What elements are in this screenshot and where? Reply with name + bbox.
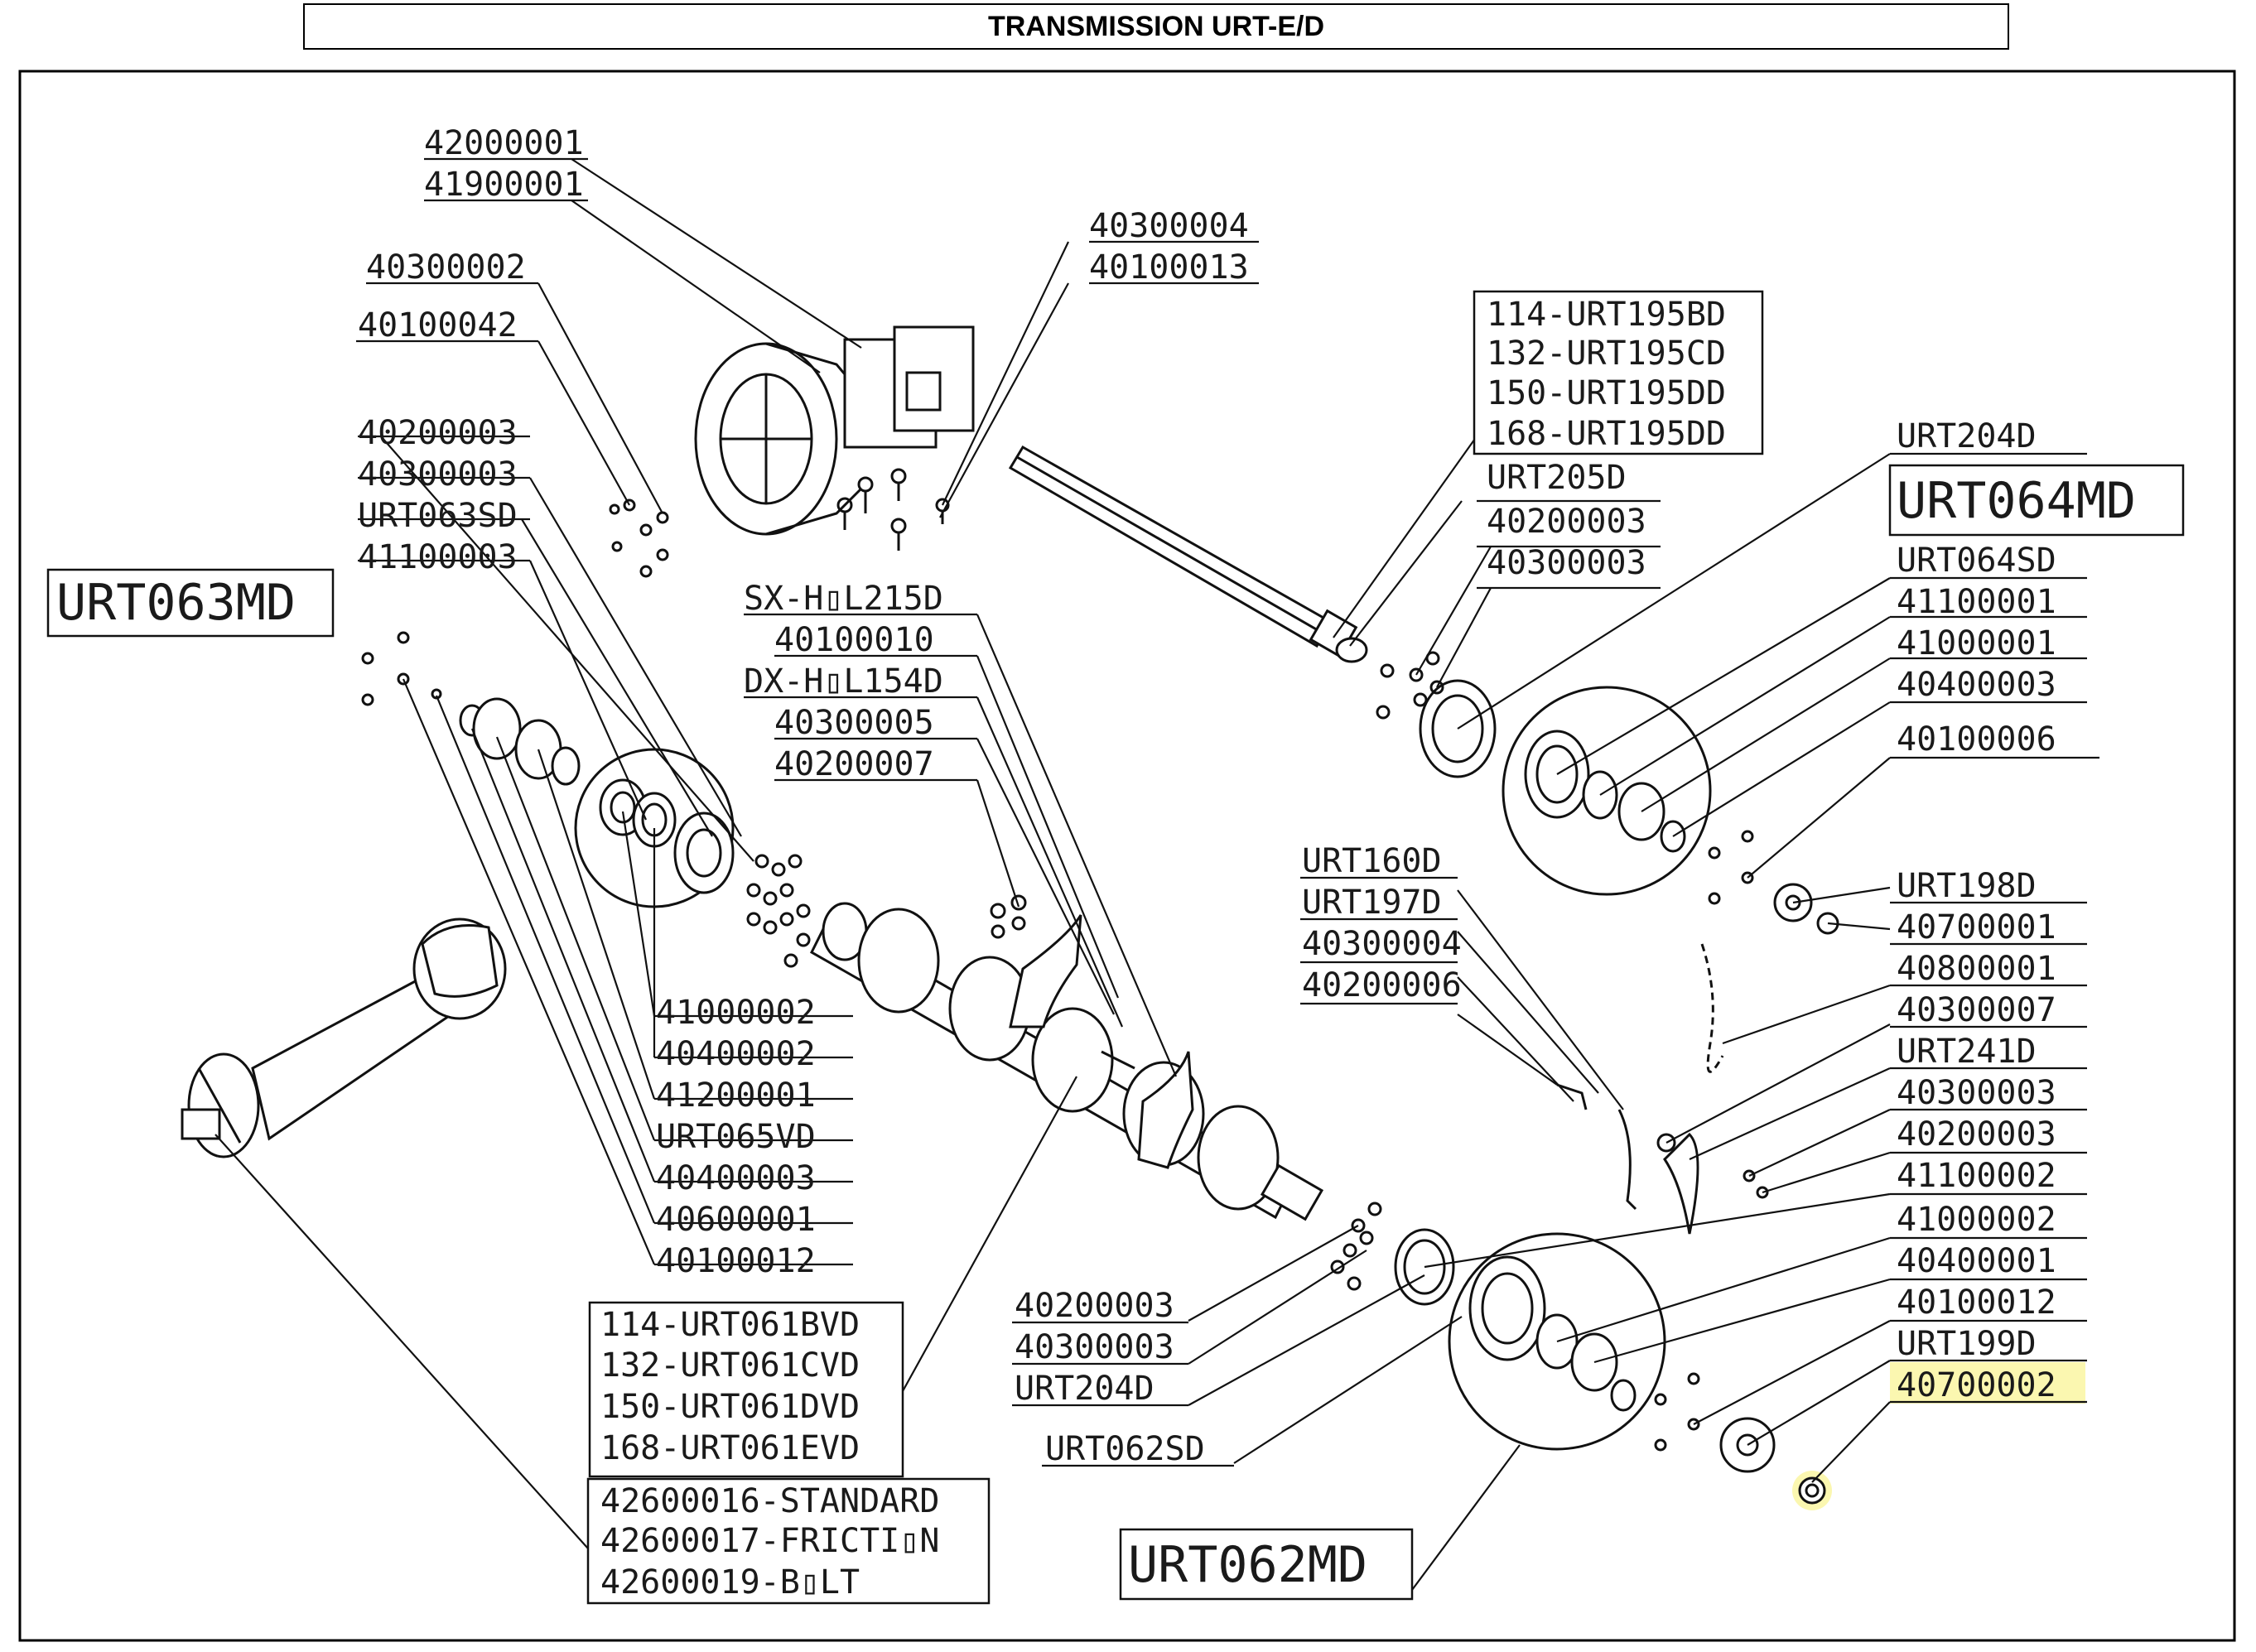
part-label: URT062SD xyxy=(1045,1430,1205,1468)
rotor-box-line: 168-URT061EVD xyxy=(600,1429,860,1467)
part-label: 40100012 xyxy=(1897,1284,2056,1322)
part-label: 40300004 xyxy=(1302,925,1462,963)
part-label: URT199D xyxy=(1897,1325,2037,1363)
diagram-title: TRANSMISSION URT-E/D xyxy=(303,3,2009,50)
assembly-left: URT063MD xyxy=(46,568,335,638)
pto-box: 42600016-STANDARD 42600017-FRICTI▯N 4260… xyxy=(586,1477,991,1605)
part-label: 40300003 xyxy=(1487,544,1646,582)
part-label: URT064SD xyxy=(1897,542,2056,580)
part-label: 40600001 xyxy=(656,1201,816,1239)
part-label: URT063SD xyxy=(358,497,518,535)
right-lower-bearing-drawing xyxy=(1330,1202,1826,1505)
part-label: URT197D xyxy=(1302,884,1442,922)
part-label: 42000001 xyxy=(424,124,584,162)
part-label: 40100013 xyxy=(1089,248,1249,287)
part-label: 40200003 xyxy=(1487,503,1646,541)
pto-box-line: 42600019-B▯LT xyxy=(600,1563,860,1601)
part-label: 40200003 xyxy=(1897,1115,2056,1154)
part-label: 41100002 xyxy=(1897,1157,2056,1195)
assembly-right-bottom: URT062MD xyxy=(1119,1528,1414,1601)
part-label: URT065VD xyxy=(656,1118,816,1156)
part-label: URT160D xyxy=(1302,842,1442,880)
gearbox-drawing xyxy=(694,325,975,536)
part-label: 40200006 xyxy=(1302,966,1462,1004)
part-label: URT205D xyxy=(1487,459,1627,497)
part-label: 40400001 xyxy=(1897,1242,2056,1280)
part-label: 41200001 xyxy=(656,1076,816,1115)
assembly-right-top: URT064MD xyxy=(1888,464,2185,537)
assembly-left-label: URT063MD xyxy=(56,574,296,632)
part-label: 41000002 xyxy=(656,994,816,1032)
shaft-top-box: 114-URT195BD 132-URT195CD 150-URT195DD 1… xyxy=(1473,290,1764,455)
shaft-top-box-line: 114-URT195BD xyxy=(1487,296,1726,334)
part-label: URT198D xyxy=(1897,867,2037,905)
part-label: 41900001 xyxy=(424,166,584,204)
part-label: 40400002 xyxy=(656,1035,816,1073)
part-label: 40200003 xyxy=(1015,1287,1174,1325)
left-bearing-drawing xyxy=(361,631,811,968)
rotor-drawing xyxy=(810,894,1324,1221)
part-label: URT204D xyxy=(1897,417,2037,455)
drive-shaft-drawing xyxy=(1008,445,1368,663)
part-label: 40800001 xyxy=(1897,950,2056,988)
leader-lines xyxy=(215,158,1891,1591)
part-label: 40100012 xyxy=(656,1242,816,1280)
part-label: 40300004 xyxy=(1089,207,1249,245)
part-label: SX-H▯L215D xyxy=(744,580,943,618)
drawing-frame xyxy=(18,70,2236,1642)
part-label-highlighted: 40700002 xyxy=(1897,1366,2056,1404)
shaft-top-box-line: 132-URT195CD xyxy=(1487,335,1726,373)
shaft-top-box-line: 150-URT195DD xyxy=(1487,374,1726,412)
part-label: 40200003 xyxy=(358,414,518,452)
assembly-right-top-label: URT064MD xyxy=(1897,472,2136,530)
part-labels: 42000001 41900001 40300002 40100042 4020… xyxy=(358,124,2056,1468)
part-label: 41100001 xyxy=(1897,583,2056,621)
part-label: 40400003 xyxy=(1897,666,2056,704)
rotor-box-line: 114-URT061BVD xyxy=(600,1306,860,1344)
rotor-box-line: 132-URT061CVD xyxy=(600,1346,860,1385)
chain-drive-drawing xyxy=(1556,830,1839,1235)
part-label: 40300003 xyxy=(1015,1328,1174,1366)
part-label: 40200007 xyxy=(774,745,934,783)
rotor-box-line: 150-URT061DVD xyxy=(600,1388,860,1426)
part-label: 40400003 xyxy=(656,1159,816,1197)
right-upper-bearing-drawing xyxy=(1376,651,1712,896)
assembly-right-bottom-label: URT062MD xyxy=(1128,1536,1367,1594)
part-label: 40300005 xyxy=(774,704,934,742)
part-label: 41000002 xyxy=(1897,1201,2056,1239)
highlight-label xyxy=(1890,1362,2085,1404)
part-label: 41000001 xyxy=(1897,624,2056,662)
pto-shaft-drawing xyxy=(181,918,507,1158)
part-label: 40300007 xyxy=(1897,991,2056,1029)
part-label: 40700001 xyxy=(1897,908,2056,946)
part-label: 40300002 xyxy=(366,248,526,287)
pto-box-line: 42600016-STANDARD xyxy=(600,1482,939,1520)
rotor-box: 114-URT061BVD 132-URT061CVD 150-URT061DV… xyxy=(588,1301,904,1478)
pto-box-line: 42600017-FRICTI▯N xyxy=(600,1522,939,1560)
part-label: 40100010 xyxy=(774,621,934,659)
part-label: 40300003 xyxy=(1897,1074,2056,1112)
label-underlines xyxy=(356,157,2099,1467)
part-label: 40100042 xyxy=(358,306,518,344)
part-label: 41100003 xyxy=(358,538,518,576)
part-label: DX-H▯L154D xyxy=(744,662,943,701)
part-label: 40100006 xyxy=(1897,720,2056,759)
part-label: URT241D xyxy=(1897,1033,2037,1071)
shaft-top-box-line: 168-URT195DD xyxy=(1487,415,1726,453)
part-label: 40300003 xyxy=(358,455,518,494)
part-label: URT204D xyxy=(1015,1370,1155,1408)
